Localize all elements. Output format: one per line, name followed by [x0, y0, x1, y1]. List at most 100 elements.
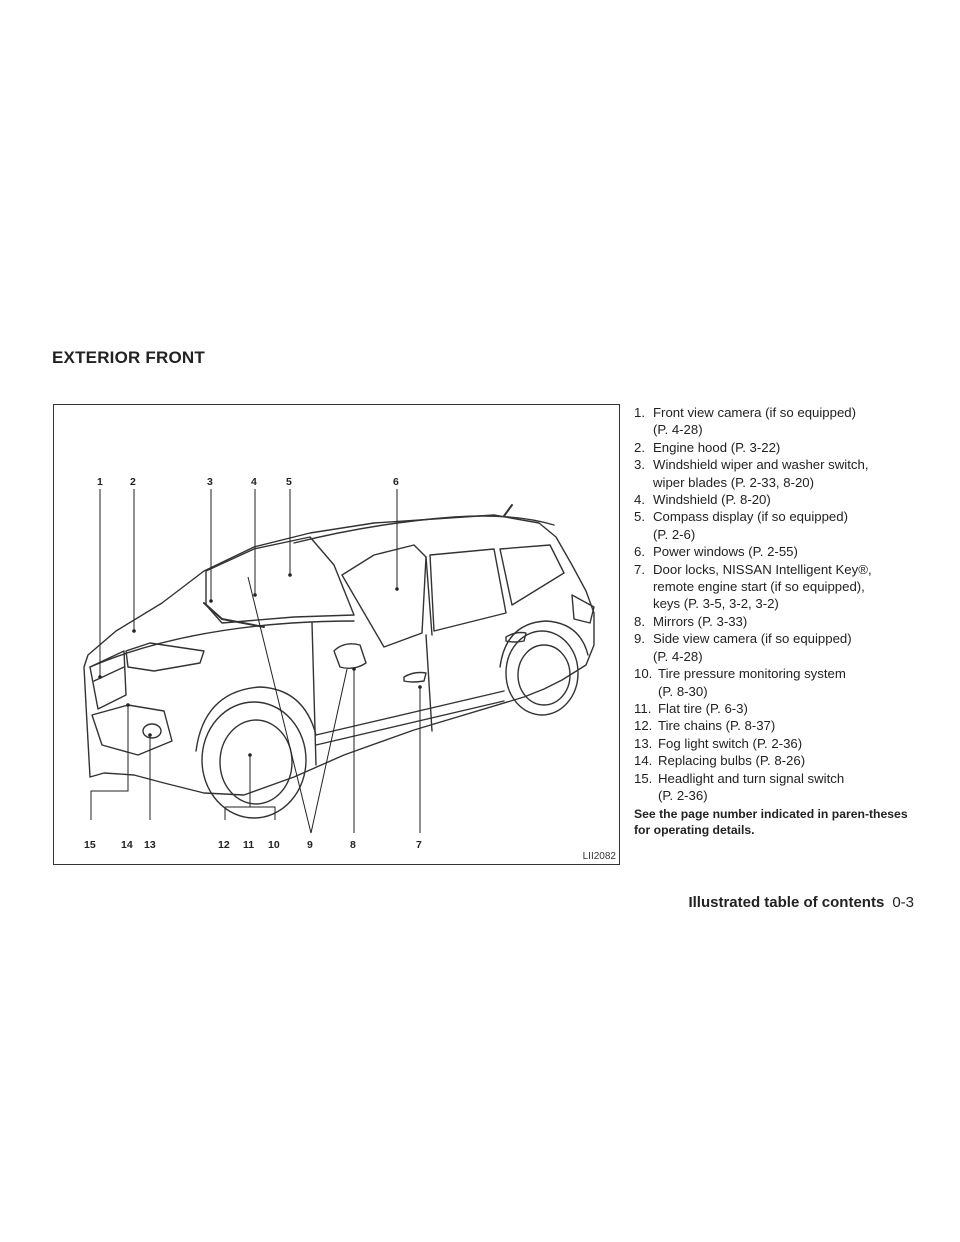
item-line: (P. 8-30) — [658, 683, 708, 699]
item-number: 2. — [634, 439, 645, 455]
vehicle-drawing — [83, 504, 595, 819]
item-number: 9. — [634, 631, 645, 647]
grille-bar — [93, 666, 125, 682]
item-text: Tire chains (P. 8-37) — [658, 717, 934, 734]
quarter-window — [499, 544, 565, 606]
item-line: Fog light switch (P. 2-36) — [658, 735, 803, 751]
callout-2: 2 — [130, 476, 136, 488]
front-door-line — [311, 622, 317, 766]
item-line: (P. 4-28) — [653, 422, 703, 438]
callout-7: 7 — [416, 839, 422, 851]
callout-10: 10 — [268, 839, 280, 851]
item-text: Windshield wiper and washer switch,wiper… — [653, 456, 934, 491]
headlight — [125, 642, 205, 672]
item-text: Side view camera (if so equipped)(P. 4-2… — [653, 630, 934, 665]
item-number: 14. — [634, 753, 653, 769]
rear-wheel-arch — [499, 620, 589, 668]
front-door-window — [341, 544, 427, 648]
list-item: 14. Replacing bulbs (P. 8-26) — [634, 752, 934, 769]
item-line: (P. 2-36) — [658, 787, 708, 803]
side-molding — [315, 690, 505, 736]
list-item: 8. Mirrors (P. 3-33) — [634, 613, 934, 630]
callout-4: 4 — [251, 476, 257, 488]
item-line: Side view camera (if so equipped) — [653, 631, 852, 647]
side-sill — [315, 700, 505, 746]
item-number: 11. — [634, 700, 652, 716]
item-line: Compass display (if so equipped) — [653, 509, 848, 525]
rear-wheel — [517, 644, 571, 706]
item-number: 15. — [634, 770, 653, 786]
list-item: 2. Engine hood (P. 3-22) — [634, 439, 934, 456]
item-number: 12. — [634, 718, 653, 734]
item-number: 4. — [634, 492, 645, 508]
b-pillar — [425, 556, 433, 636]
fog-light — [142, 723, 162, 739]
callout-13: 13 — [144, 839, 156, 851]
item-line: (P. 4-28) — [653, 648, 703, 664]
item-number: 3. — [634, 457, 645, 473]
item-number: 1. — [634, 405, 645, 420]
callout-legend-list: 1. Front view camera (if so equipped) (P. … — [634, 404, 934, 804]
item-line: wiper blades (P. 2-33, 8-20) — [653, 474, 815, 490]
item-line: Engine hood (P. 3-22) — [653, 439, 781, 455]
list-item: 10. Tire pressure monitoring system(P. 8-… — [634, 665, 934, 700]
rear-lamp — [571, 594, 595, 624]
item-number: 6. — [634, 544, 645, 560]
item-text: Replacing bulbs (P. 8-26) — [658, 752, 934, 769]
callout-6: 6 — [393, 476, 399, 488]
item-line: Front view camera (if so equipped) — [653, 405, 857, 420]
item-text: Compass display (if so equipped)(P. 2-6) — [653, 508, 934, 543]
item-text: Mirrors (P. 3-33) — [653, 613, 934, 630]
list-item: 1. Front view camera (if so equipped) (P. … — [634, 404, 934, 439]
item-text: Engine hood (P. 3-22) — [653, 439, 934, 456]
vehicle-roof — [293, 515, 555, 544]
callout-15: 15 — [84, 839, 96, 851]
item-line: keys (P. 3-5, 3-2, 3-2) — [653, 596, 779, 612]
front-tire — [201, 701, 307, 819]
figure-code: LII2082 — [582, 851, 616, 862]
item-number: 8. — [634, 613, 645, 629]
item-text: Fog light switch (P. 2-36) — [658, 735, 934, 752]
item-text: Door locks, NISSAN Intelligent Key®,remo… — [653, 561, 934, 613]
item-number: 10. — [634, 666, 653, 682]
callout-1: 1 — [97, 476, 103, 488]
item-text: Windshield (P. 8-20) — [653, 491, 934, 508]
section-title: EXTERIOR FRONT — [52, 348, 205, 367]
callout-11: 11 — [243, 839, 254, 851]
item-text: Front view camera (if so equipped) (P. 4-… — [653, 404, 934, 439]
item-text: Flat tire (P. 6-3) — [658, 700, 934, 717]
list-item: 9. Side view camera (if so equipped)(P. 4… — [634, 630, 934, 665]
list-item: 6. Power windows (P. 2-55) — [634, 543, 934, 560]
list-item: 11. Flat tire (P. 6-3) — [634, 700, 934, 717]
grille — [89, 650, 127, 710]
leader-lines — [90, 489, 421, 834]
callout-3: 3 — [207, 476, 213, 488]
callout-9: 9 — [307, 839, 313, 851]
windshield — [205, 536, 355, 624]
door-line-mid — [425, 634, 433, 732]
item-number: 5. — [634, 509, 645, 525]
page-number: 0-3 — [892, 894, 914, 911]
item-line: Power windows (P. 2-55) — [653, 544, 798, 560]
callout-12: 12 — [218, 839, 230, 851]
item-line: Headlight and turn signal switch — [658, 770, 845, 786]
wiper — [203, 602, 265, 628]
vehicle-exterior-figure: 1 2 3 4 5 6 7 8 9 10 11 12 13 14 15 LII2… — [53, 404, 620, 865]
callout-8: 8 — [350, 839, 356, 851]
item-line: (P. 2-6) — [653, 526, 696, 542]
front-wheel-arch — [195, 686, 317, 752]
rear-door-window — [429, 548, 507, 632]
list-item: 4. Windshield (P. 8-20) — [634, 491, 934, 508]
front-bumper — [91, 704, 173, 756]
item-text: Tire pressure monitoring system(P. 8-30) — [658, 665, 934, 700]
list-item: 13.Fog light switch (P. 2-36) — [634, 735, 934, 752]
callout-5: 5 — [286, 476, 292, 488]
front-wheel — [219, 719, 293, 805]
item-number: 7. — [634, 561, 645, 577]
item-text: Power windows (P. 2-55) — [653, 543, 934, 560]
item-line: Door locks, NISSAN Intelligent Key®, — [653, 561, 872, 577]
vehicle-illustration: 1 2 3 4 5 6 7 8 9 10 11 12 13 14 15 — [83, 476, 595, 851]
item-text: Headlight and turn signal switch(P. 2-36… — [658, 770, 934, 805]
rear-door-handle — [505, 631, 527, 643]
